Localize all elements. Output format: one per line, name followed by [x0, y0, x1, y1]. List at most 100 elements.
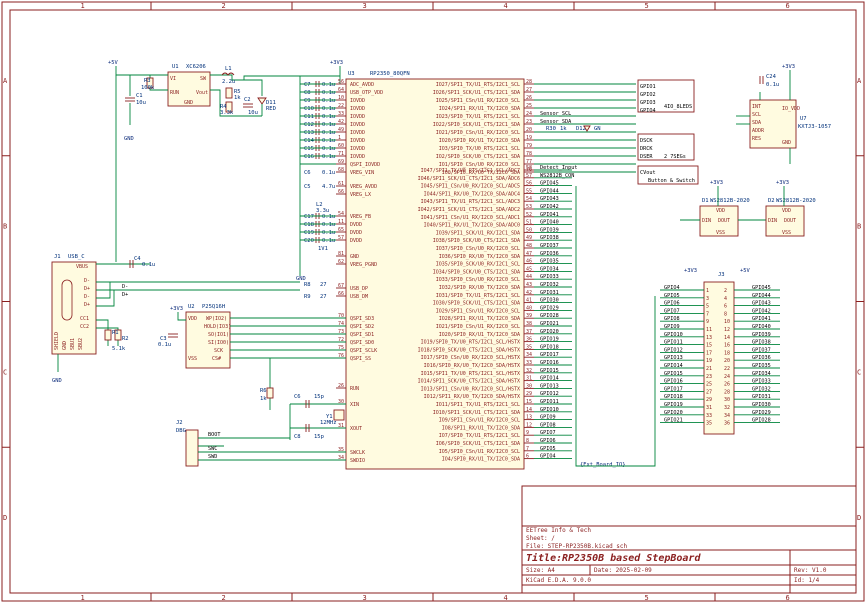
mcu-left-pin-name: QSPI_SS	[350, 356, 371, 362]
c6-value: 0.1u	[322, 170, 335, 176]
mcu-left-pin-num: 62	[338, 259, 344, 265]
cap-ref: C10	[304, 106, 314, 112]
mcu-right-pin-name: IO33/SPI0_CSn/U0_RX/I2C0_SCL	[436, 277, 520, 283]
cap-value: 0.1u	[322, 98, 335, 104]
mcu-right-pin-name: IO9/SPI1_CSn/U1_RX/I2C0_SCL	[439, 418, 520, 424]
grid-col-bottom-1: 1	[81, 594, 85, 602]
svg-text:KXTJ3-1057: KXTJ3-1057	[798, 124, 831, 130]
grid-row-right-C: C	[857, 368, 861, 376]
header-left-net: GPIO9	[664, 324, 680, 330]
mcu-right-pin-name: IO27/SPI1_TX/U1_RTS/I2C1_SCL	[436, 82, 520, 88]
grid-row-right-B: B	[857, 223, 861, 231]
mcu-body	[345, 78, 525, 470]
header-right-net: GPIO29	[752, 410, 771, 416]
net-label: GPIO44	[540, 188, 559, 194]
svg-text:1k: 1k	[234, 95, 241, 101]
header-pin-even: 6	[724, 304, 727, 310]
r8-ref: R8	[304, 282, 311, 288]
mcu-left-pin-num: 61	[338, 181, 344, 187]
mcu-right-pin-name: IO18/SPI0_SCK/U0_CTS/I2C1_SDA/HSTX	[418, 347, 520, 353]
mcu-right-pin-num: 20	[526, 127, 532, 133]
svg-text:10u: 10u	[136, 100, 146, 106]
cap-value: 0.1u	[322, 138, 335, 144]
mcu-right-pins: 28IO27/SPI1_TX/U1_RTS/I2C1_SCL27IO26/SPI…	[418, 79, 636, 463]
l2-value: 3.3u	[316, 208, 329, 214]
mcu-right-pin-name: IO25/SPI1_CSn/U1_RX/I2C0_SCL	[436, 98, 520, 104]
mcu-right-pin-num: 44	[526, 274, 532, 280]
1v1-label: 1V1	[318, 246, 328, 252]
header-right-net: GPIO28	[752, 418, 771, 424]
mcu-right-pin-num: 19	[526, 135, 532, 141]
mcu-left-pin-num: 65	[338, 227, 344, 233]
net-label: GPIO5	[540, 446, 556, 452]
svg-text:R2: R2	[122, 336, 129, 342]
svg-text:GND: GND	[52, 378, 62, 384]
display-box: DSCK DRCK DSER 2 7SEGs	[637, 133, 695, 161]
net-label: GPIO17	[540, 352, 559, 358]
mcu-right-pin-name: IO4/SPI0_RX/U1_TX/I2C0_SDA	[442, 457, 520, 463]
tb-size: Size: A4	[526, 567, 555, 574]
header-pin-odd: 25	[706, 382, 712, 388]
mcu-right-pin-num: 32	[526, 368, 532, 374]
svg-text:+5V: +5V	[740, 268, 750, 274]
svg-text:GPIO1: GPIO1	[640, 84, 656, 90]
grid-col-bottom-5: 5	[645, 594, 649, 602]
cap-value: 0.1u	[322, 130, 335, 136]
svg-text:D2: D2	[768, 198, 775, 204]
header-pin-even: 4	[724, 296, 727, 302]
net-label: GPIO10	[540, 407, 559, 413]
net-label: GPIO21	[540, 321, 559, 327]
mcu-right-pin-num: 77	[526, 159, 532, 165]
header-right-net: GPIO42	[752, 308, 771, 314]
buzzer-led: R30 1k D12 GN	[546, 125, 601, 132]
mcu-left-pin-name: IOVDD	[350, 130, 365, 136]
svg-text:SW: SW	[200, 76, 207, 82]
net-label: GPIO4	[540, 454, 556, 460]
cap-ref: C7	[304, 82, 311, 88]
svg-text:GND: GND	[62, 341, 68, 350]
svg-text:GN: GN	[594, 126, 601, 132]
svg-text:SCL: SCL	[752, 112, 761, 118]
svg-text:SCK: SCK	[214, 348, 223, 354]
header-left-net: GPIO17	[664, 386, 683, 392]
header-right-net: GPIO33	[752, 379, 771, 385]
grid-row-right-A: A	[857, 77, 862, 85]
flash-u2: U2 P25Q16H VDD WP(IO2) HOLD(IO3) SO(IO1)…	[158, 304, 346, 410]
header-left-net: GPIO12	[664, 347, 683, 353]
mcu-right-pin-name: IO10/SPI1_SCK/U1_CTS/I2C1_SDA	[433, 410, 520, 416]
mcu-right-pin-num: 58	[526, 165, 532, 171]
svg-text:D11: D11	[266, 100, 276, 106]
mcu-right-pin-num: 39	[526, 313, 532, 319]
mcu-left-pin-num: 81	[338, 251, 344, 257]
svg-text:IO_VDD: IO_VDD	[782, 106, 800, 112]
mcu-right-pin-name: IO34/SPI0_SCK/U0_CTS/I2C1_SDA	[433, 269, 520, 275]
mcu-left-pin-name: SWCLK	[350, 450, 365, 456]
svg-text:VI: VI	[170, 76, 176, 82]
header-pin-even: 12	[724, 327, 730, 333]
cap-ref: C16	[304, 154, 314, 160]
grid-col-6: 6	[786, 2, 790, 10]
svg-text:D-: D-	[122, 284, 128, 290]
header-left-net: GPIO14	[664, 363, 683, 369]
svg-text:C4: C4	[134, 256, 141, 262]
svg-text:D-: D-	[84, 278, 90, 284]
svg-text:J2: J2	[176, 420, 183, 426]
mcu-right-pin-name: IO22/SPI0_SCK/U1_CTS/I2C1_SDA	[433, 122, 520, 128]
cap-ref: C12	[304, 122, 314, 128]
svg-text:C6: C6	[294, 394, 301, 400]
svg-text:RED: RED	[266, 106, 276, 112]
mcu-right-pin-name: IO29/SPI1_CSn/U1_RX/I2C0_SCL	[436, 308, 520, 314]
mcu-left-pin-num: 30	[338, 399, 344, 405]
mcu-right-pin-name: IO31/SPI0_TX/U1_RTS/I2C1_SCL	[436, 293, 520, 299]
svg-text:VDD: VDD	[782, 208, 791, 214]
svg-text:U2: U2	[188, 304, 195, 310]
mcu-left-pin-name: USB_DM	[350, 294, 368, 300]
mcu-right-pin-num: 29	[526, 391, 532, 397]
mcu-left-pin-name: DVDD	[350, 238, 362, 244]
net-label: GPIO34	[540, 266, 559, 272]
mcu-left-pin-name: QSPI_IOVDD	[350, 162, 380, 168]
svg-text:100k: 100k	[141, 85, 155, 91]
mcu-left-pin-name: ADC_AVDD	[350, 82, 374, 88]
mcu-left-pin-name: VREG_LX	[350, 192, 371, 198]
